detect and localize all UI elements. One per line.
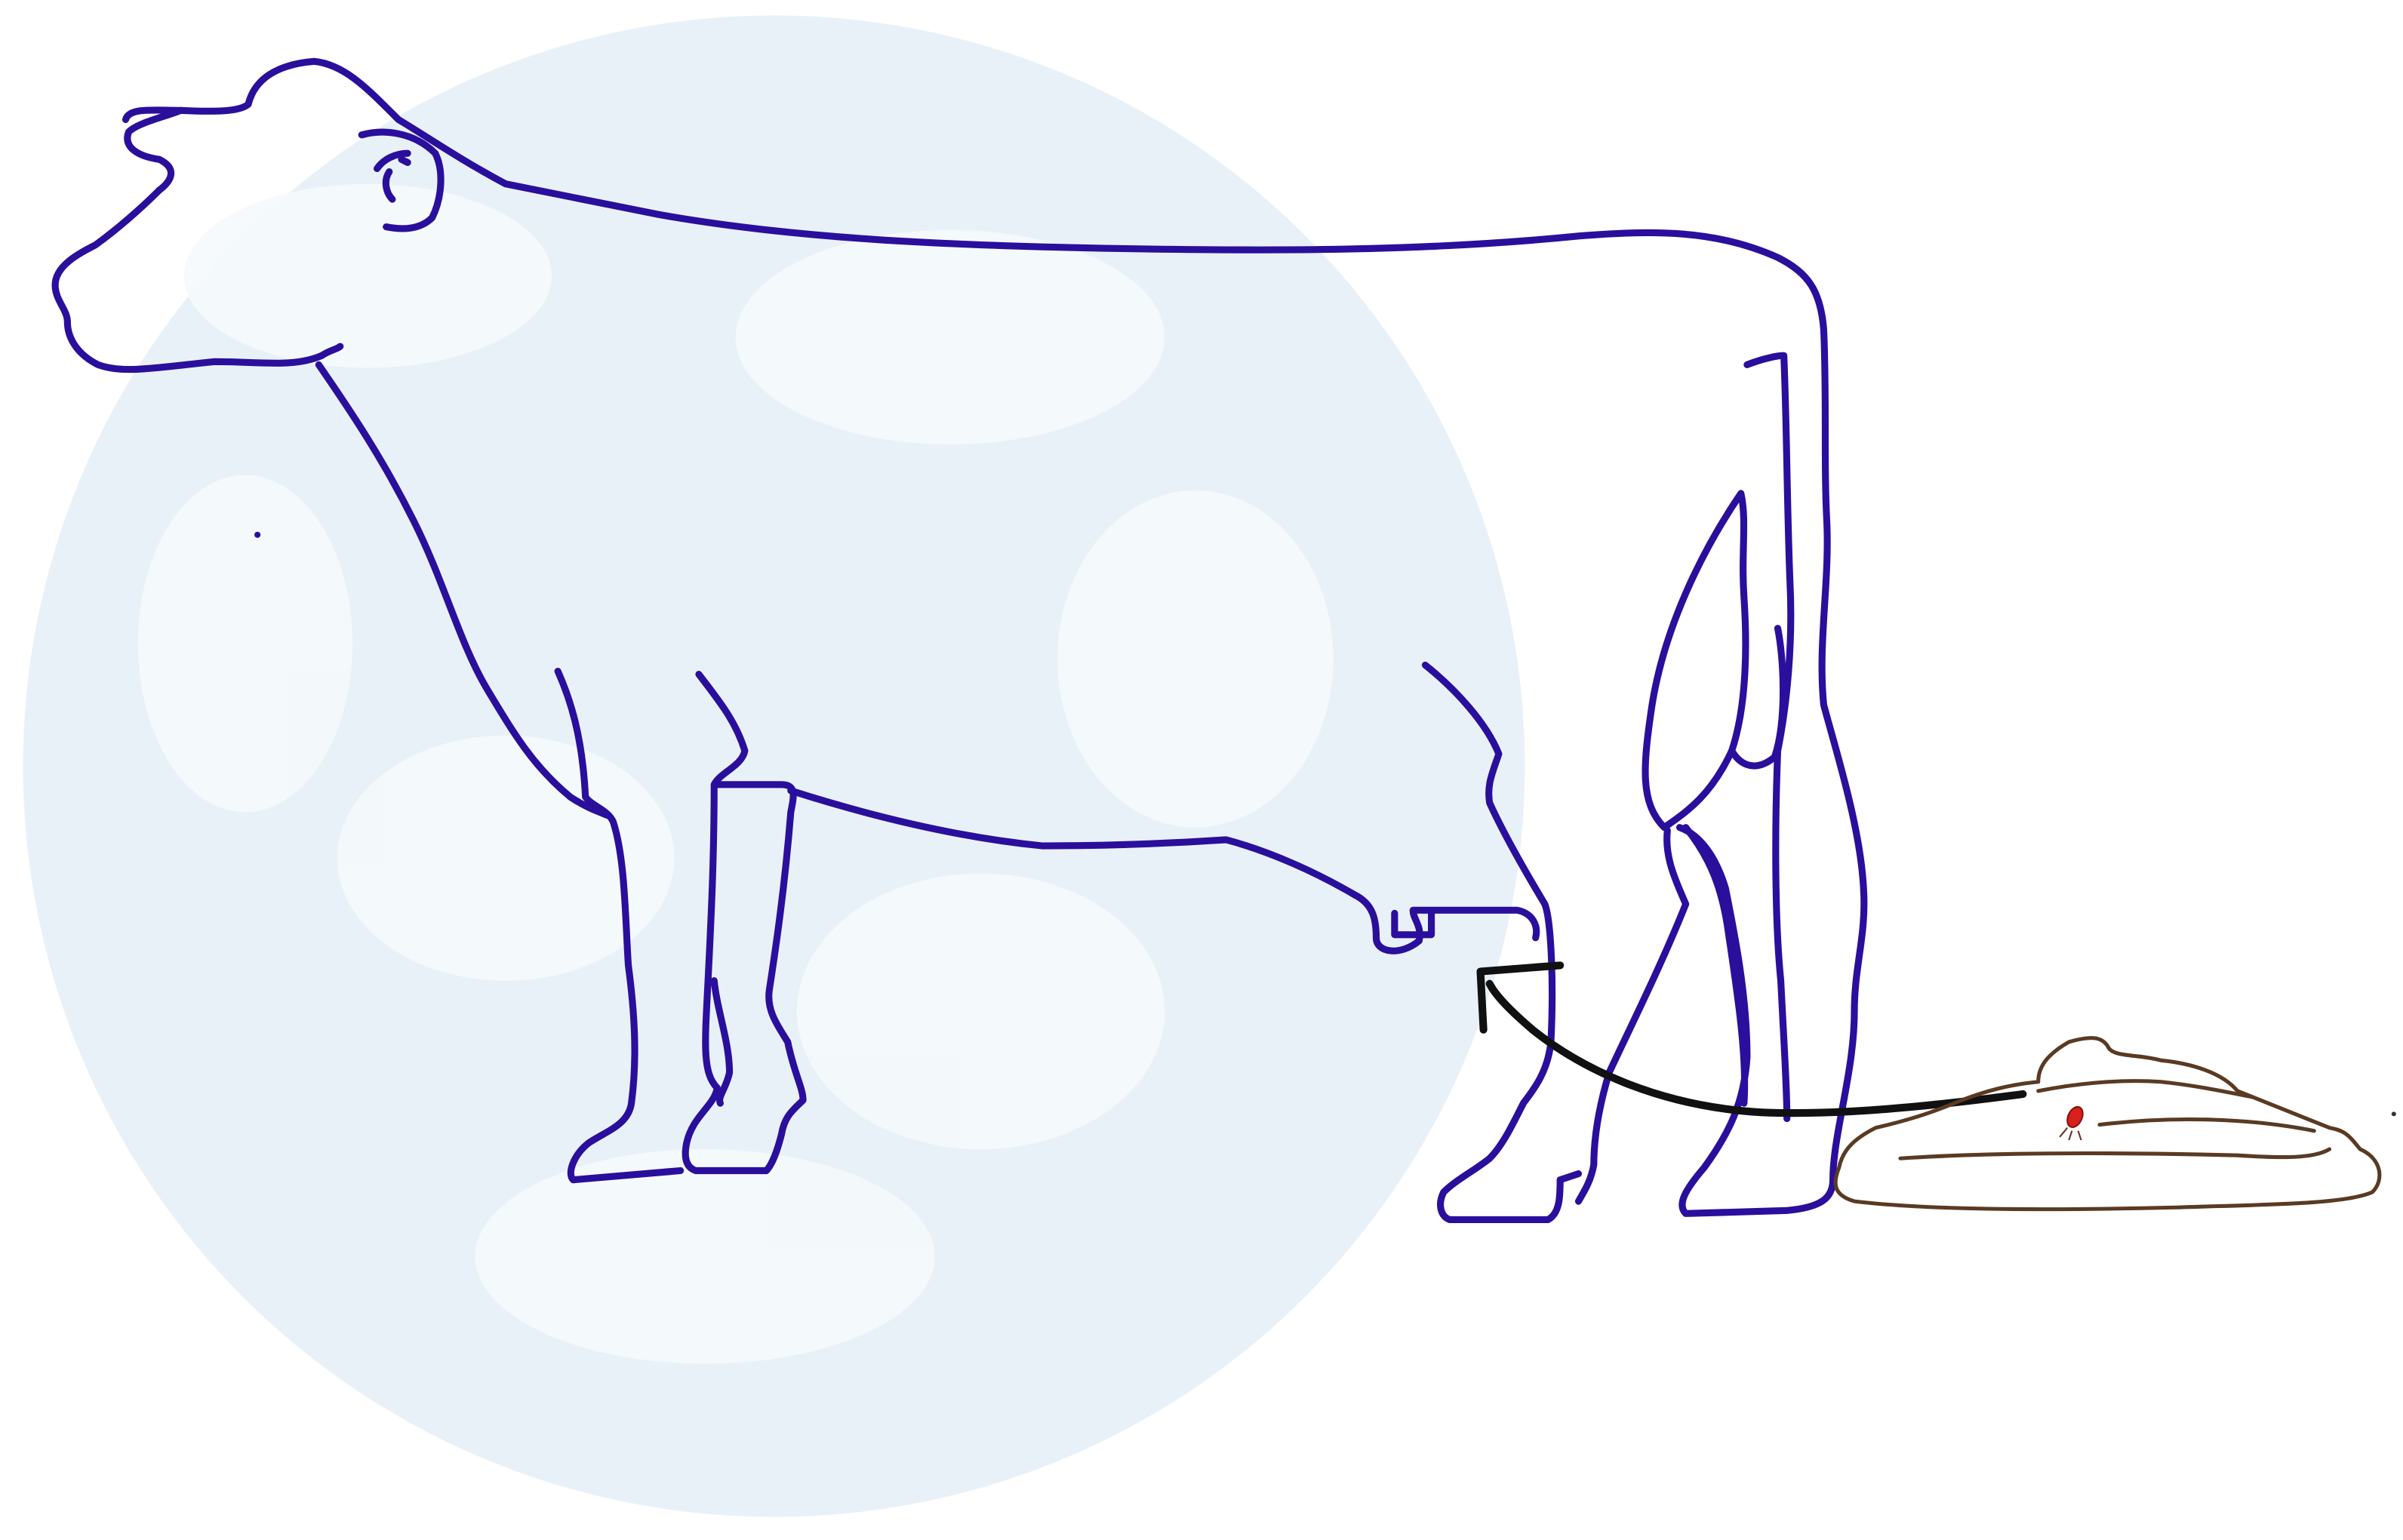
stray-dot <box>254 531 261 538</box>
arrow-head <box>1476 961 1565 1034</box>
cow-eye <box>373 149 411 203</box>
watermark-circle <box>23 15 1525 1517</box>
stray-dot-right <box>2391 1111 2396 1117</box>
cow-tail <box>1743 352 1795 1123</box>
manure-ridge-1 <box>1898 1147 2332 1160</box>
manure-ridge-3 <box>2036 1079 2255 1099</box>
cow-chest <box>315 361 611 819</box>
cow-belly <box>787 787 1540 954</box>
manure-pile <box>1833 1036 2382 1212</box>
tick-parasite <box>2059 1105 2084 1141</box>
cow-body-outline <box>122 57 1868 1217</box>
arrow-shaft <box>1485 979 2027 1117</box>
cow-front-leg-left-back <box>682 671 770 1175</box>
transfer-arrow <box>1476 961 2027 1117</box>
manure-ridge-2 <box>2097 1117 2316 1133</box>
cow-front-leg-inner <box>710 977 734 1107</box>
cow-hind-leg-right <box>1574 827 1690 1205</box>
watermark-shapes <box>137 183 1334 1364</box>
cow-outline <box>51 57 1868 1224</box>
manure-outline <box>1833 1036 2382 1212</box>
cow-hind-lower <box>1682 824 1749 1107</box>
watermark <box>23 15 1525 1517</box>
cow-udder <box>1391 909 1435 939</box>
cow-front-leg-right <box>713 781 807 1175</box>
cow-head-front <box>51 106 344 373</box>
cow-ear <box>358 128 445 232</box>
cow-thigh <box>1641 490 1749 831</box>
cow-front-leg-left <box>554 667 685 1184</box>
